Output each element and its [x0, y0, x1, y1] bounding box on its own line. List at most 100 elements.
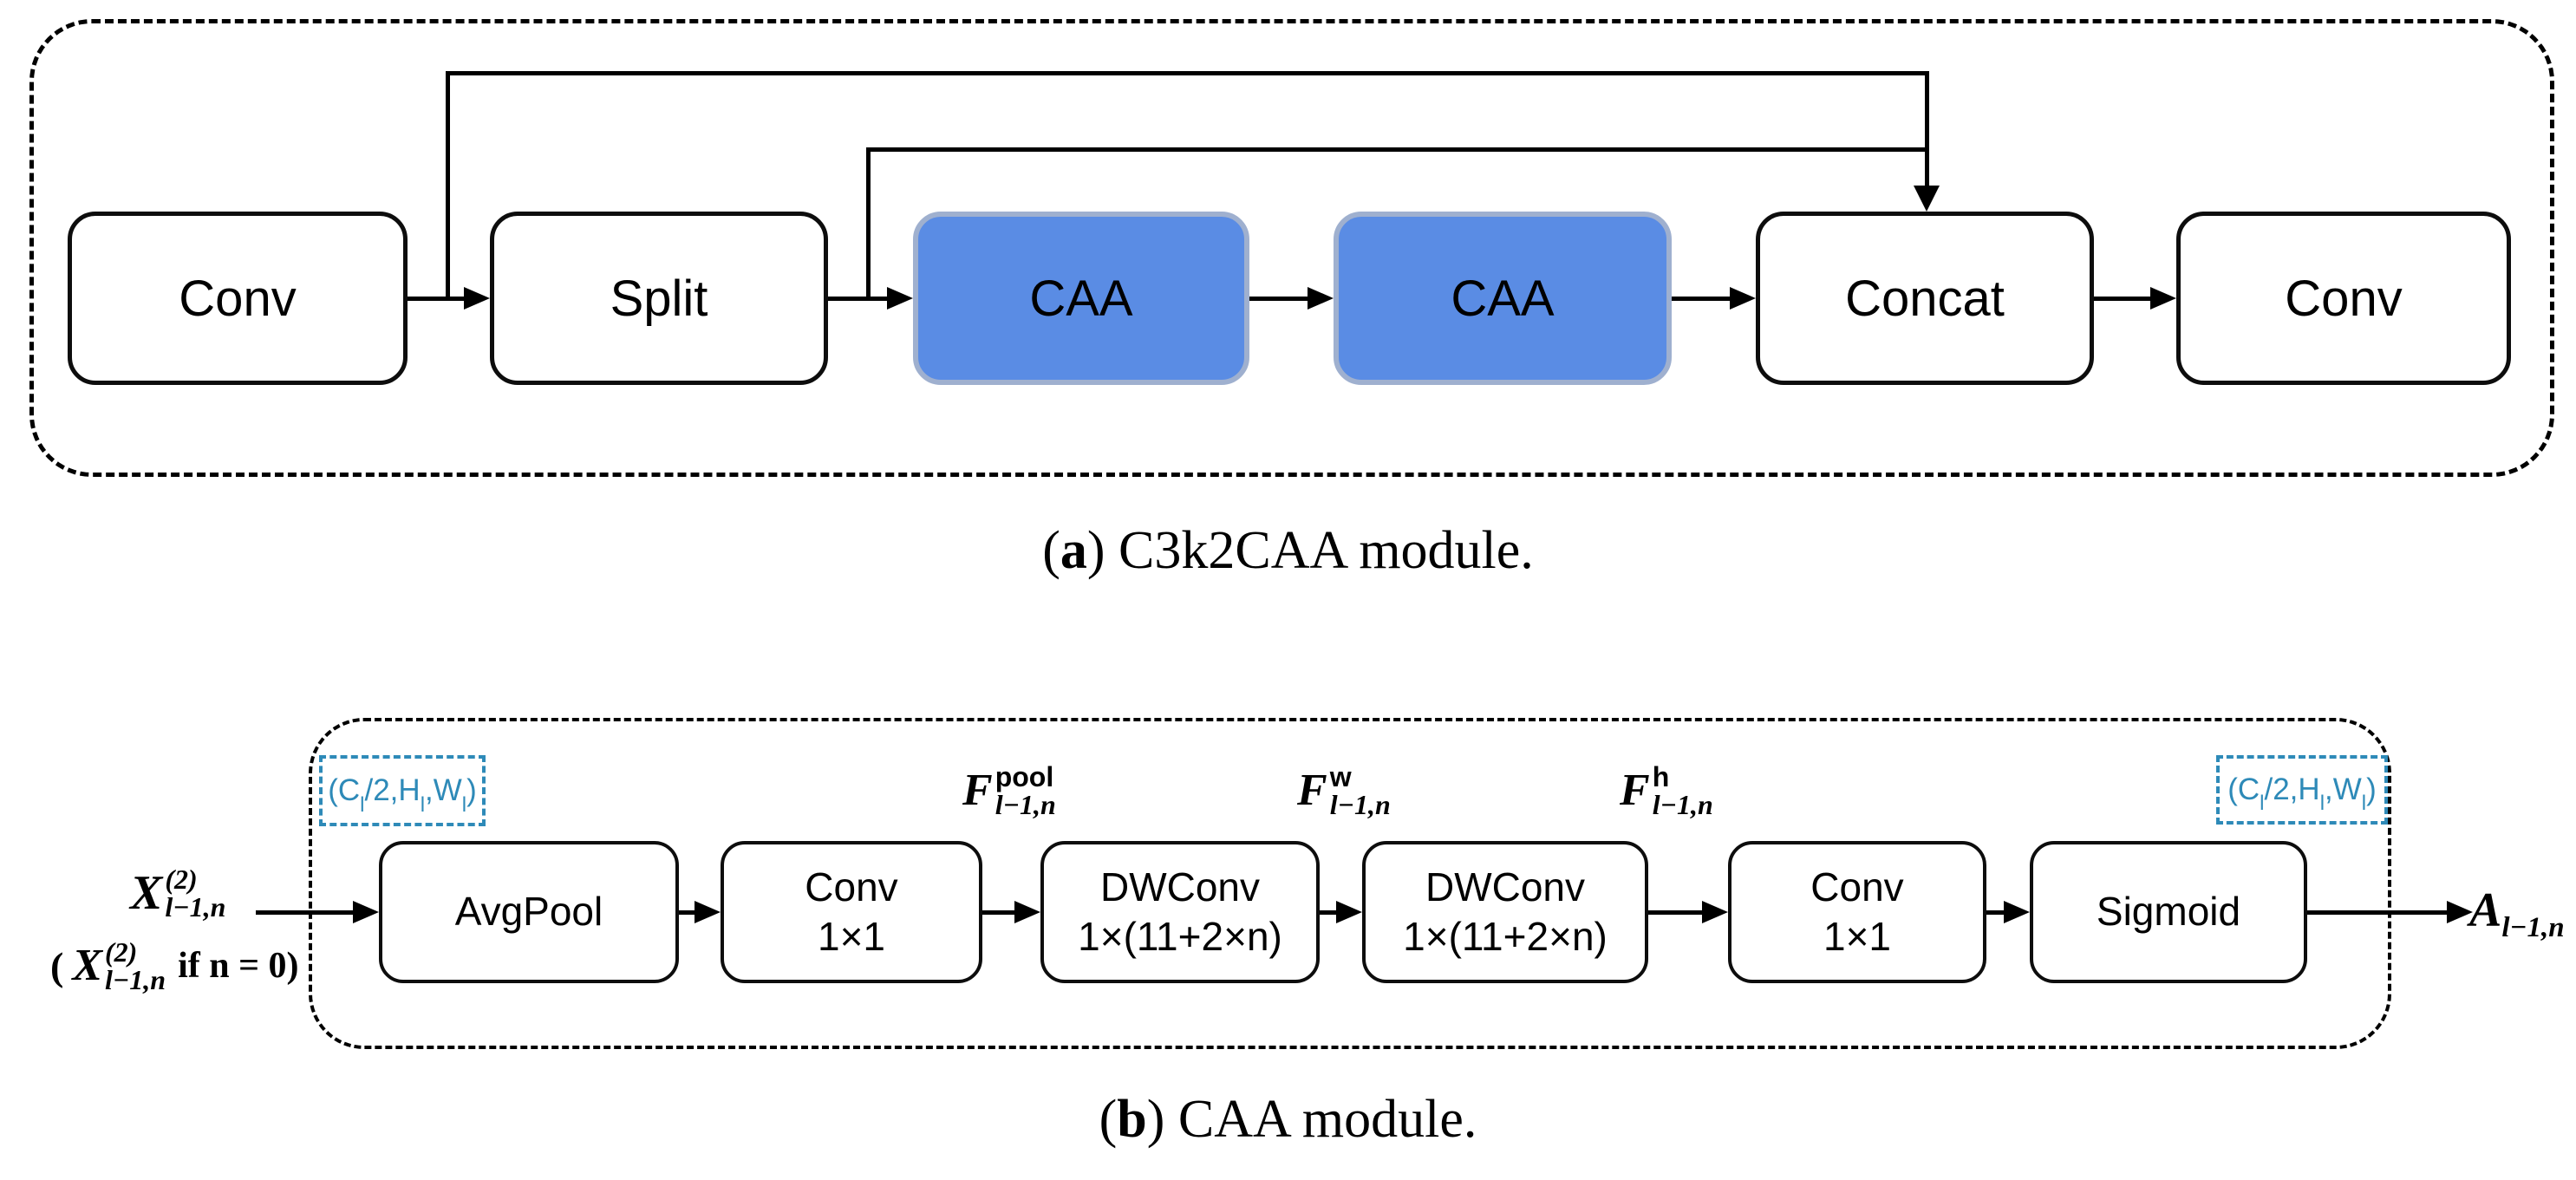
caption-a-letter: a: [1060, 521, 1087, 580]
node-conv1x1-2: Conv 1×1: [1728, 841, 1986, 983]
f-w-base: F: [1297, 766, 1327, 815]
c3k2caa-module-container: [29, 19, 2554, 477]
dims-right-text: (C: [2227, 773, 2260, 806]
caption-a: (a) C3k2CAA module.: [0, 520, 2576, 582]
label-f-pool: F pool l−1,n: [962, 763, 1056, 818]
node-conv1x1-2-label: Conv: [1810, 864, 1904, 909]
node-split-label: Split: [610, 270, 708, 327]
f-w-sub: l−1,n: [1329, 789, 1391, 820]
input-x-sup: (2): [165, 864, 198, 895]
arrow-input-line: [256, 910, 353, 915]
f-h-sup: h: [1652, 761, 1670, 792]
dims-right-sub3: l: [2361, 792, 2367, 815]
label-input-condition: ( X (2) l−1,n if n = 0): [50, 938, 299, 994]
arrow-conv-to-split-line: [408, 297, 464, 301]
node-conv1x1-1: Conv 1×1: [721, 841, 982, 983]
arrow-conv-to-split-head: [464, 287, 490, 310]
arrow-caa1-to-caa2-line: [1249, 297, 1308, 301]
f-pool-base: F: [962, 766, 993, 815]
dims-left-sub3: l: [461, 793, 467, 817]
f-h-base: F: [1620, 766, 1650, 815]
arrow-caa1-to-caa2-head: [1308, 287, 1334, 310]
dims-left-text: (C: [328, 773, 361, 807]
caption-a-rest: ) C3k2CAA module.: [1086, 521, 1534, 580]
label-output-a: Al−1,n: [2469, 886, 2565, 944]
input-cond-x-sub: l−1,n: [105, 964, 166, 995]
output-a-base: A: [2469, 883, 2502, 937]
input-cond-text: if n = 0): [178, 946, 299, 986]
node-dwconv-2-kernel: 1×(11+2×n): [1403, 914, 1608, 959]
node-caa-1: CAA: [913, 212, 1249, 385]
skip-line-1-riser: [446, 71, 450, 298]
arrow-caa2-to-concat-line: [1672, 297, 1730, 301]
label-input-x: X (2) l−1,n: [130, 865, 225, 921]
arrow-conv-to-sigmoid-head: [2004, 901, 2030, 923]
input-cond-open-paren: (: [50, 943, 64, 988]
dims-left-text2: /2,H: [364, 773, 421, 807]
node-dwconv-2-label: DWConv: [1425, 864, 1586, 909]
node-dwconv-1-kernel: 1×(11+2×n): [1078, 914, 1282, 959]
dims-right-sub2: l: [2319, 792, 2325, 815]
dims-right-text2: /2,H: [2264, 773, 2320, 806]
caption-a-open: (: [1042, 521, 1060, 580]
caption-b-open: (: [1099, 1090, 1118, 1149]
caption-b-letter: b: [1117, 1090, 1147, 1149]
output-a-sub: l−1,n: [2501, 912, 2565, 943]
skip-line-2-horizontal: [866, 147, 1929, 152]
skip-line-1-horizontal: [446, 71, 1929, 75]
label-f-h: F h l−1,n: [1620, 763, 1713, 818]
node-concat-label: Concat: [1845, 270, 2005, 327]
label-f-w: F w l−1,n: [1297, 763, 1391, 818]
arrow-concat-to-conv2-line: [2094, 297, 2150, 301]
dims-left-text4: ): [466, 773, 477, 807]
dims-right-sub1: l: [2260, 792, 2265, 815]
caa-module-container: [309, 718, 2391, 1049]
arrow-caa2-to-concat-head: [1730, 287, 1756, 310]
arrow-input-head: [353, 901, 379, 923]
arrow-avgpool-to-conv-head: [695, 901, 721, 923]
arrow-conv-to-sigmoid-line: [1986, 910, 2004, 915]
arrowhead-down-into-concat: [1914, 186, 1940, 212]
f-pool-sub: l−1,n: [995, 789, 1056, 820]
node-conv-2-label: Conv: [2285, 270, 2403, 327]
input-cond-x-base: X: [72, 941, 103, 990]
node-sigmoid: Sigmoid: [2030, 841, 2307, 983]
arrow-split-to-caa1-line: [828, 297, 887, 301]
arrow-conv-to-dwconv1-head: [1014, 901, 1040, 923]
dims-left-sub2: l: [420, 793, 426, 817]
input-x-base: X: [130, 866, 163, 920]
f-w-sup: w: [1329, 761, 1352, 792]
node-avgpool-label: AvgPool: [454, 889, 603, 935]
node-dwconv-2: DWConv 1×(11+2×n): [1362, 841, 1648, 983]
node-conv1x1-2-kernel: 1×1: [1823, 914, 1892, 959]
node-split: Split: [490, 212, 828, 385]
arrow-dwconv1-to-dwconv2-line: [1320, 910, 1336, 915]
skip-line-descent: [1925, 71, 1929, 187]
dims-right-text3: ,W: [2325, 773, 2362, 806]
arrow-dwconv2-to-conv-line: [1648, 910, 1702, 915]
skip-line-2-riser: [866, 147, 871, 298]
node-caa-2-label: CAA: [1451, 270, 1555, 327]
node-conv-1-label: Conv: [179, 270, 297, 327]
arrow-avgpool-to-conv-line: [679, 910, 695, 915]
arrow-output-line: [2307, 910, 2447, 915]
node-conv1x1-1-kernel: 1×1: [817, 914, 886, 959]
dims-left-sub1: l: [360, 793, 365, 817]
input-cond-x-sup: (2): [105, 936, 138, 968]
input-x-sub: l−1,n: [165, 891, 226, 922]
dims-left-text3: ,W: [425, 773, 462, 807]
arrow-conv-to-dwconv1-line: [982, 910, 1014, 915]
node-concat: Concat: [1756, 212, 2094, 385]
arrow-dwconv2-to-conv-head: [1702, 901, 1728, 923]
node-conv-1: Conv: [68, 212, 408, 385]
node-caa-2: CAA: [1334, 212, 1672, 385]
dims-right-text4: ): [2366, 773, 2377, 806]
caption-b: (b) CAA module.: [0, 1089, 2576, 1151]
f-h-sub: l−1,n: [1652, 789, 1713, 820]
node-conv1x1-1-label: Conv: [805, 864, 898, 909]
arrow-split-to-caa1-head: [887, 287, 913, 310]
node-dwconv-1: DWConv 1×(11+2×n): [1040, 841, 1320, 983]
